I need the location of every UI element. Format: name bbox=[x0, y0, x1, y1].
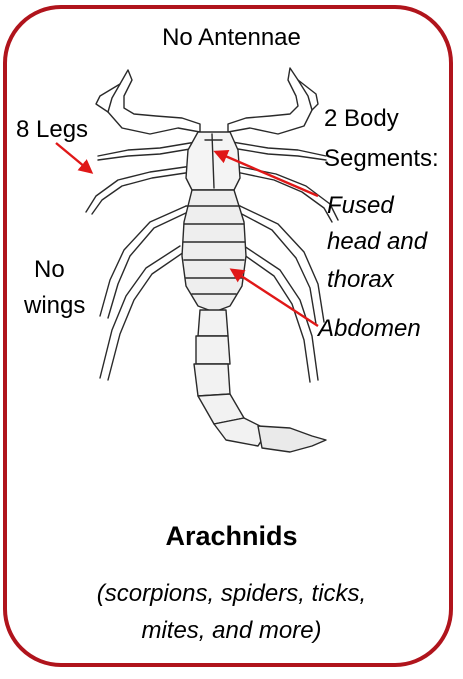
abdomen-label: Abdomen bbox=[318, 313, 421, 345]
tail-segment-1 bbox=[198, 310, 228, 336]
no-wings-label-line1: No bbox=[34, 254, 65, 286]
fused-head-thorax-label-line2: head and bbox=[327, 226, 427, 258]
right-leg-1 bbox=[232, 142, 326, 156]
legs-label: 8 Legs bbox=[16, 114, 88, 146]
tail-segment-3 bbox=[194, 364, 230, 396]
right-pedipalp bbox=[228, 68, 312, 134]
body-segments-label-line1: 2 Body bbox=[324, 103, 399, 135]
left-pedipalp bbox=[108, 70, 200, 134]
card-subtitle-line1: (scorpions, spiders, ticks, bbox=[0, 578, 463, 610]
left-leg-1 bbox=[98, 142, 196, 156]
left-leg-4 bbox=[100, 246, 180, 378]
no-wings-label-line2: wings bbox=[24, 290, 85, 322]
no-antennae-label: No Antennae bbox=[0, 22, 463, 54]
fused-head-thorax-label-line1: Fused bbox=[327, 190, 394, 222]
card-title: Arachnids bbox=[0, 518, 463, 554]
right-leg-3 bbox=[240, 206, 324, 322]
left-leg-2 bbox=[86, 166, 192, 212]
fused-head-thorax-label-line3: thorax bbox=[327, 264, 394, 296]
tail-stinger bbox=[258, 426, 326, 452]
card-subtitle-line2: mites, and more) bbox=[0, 615, 463, 647]
tail-segment-2 bbox=[196, 336, 230, 364]
body-segments-label-line2: Segments: bbox=[324, 143, 439, 175]
